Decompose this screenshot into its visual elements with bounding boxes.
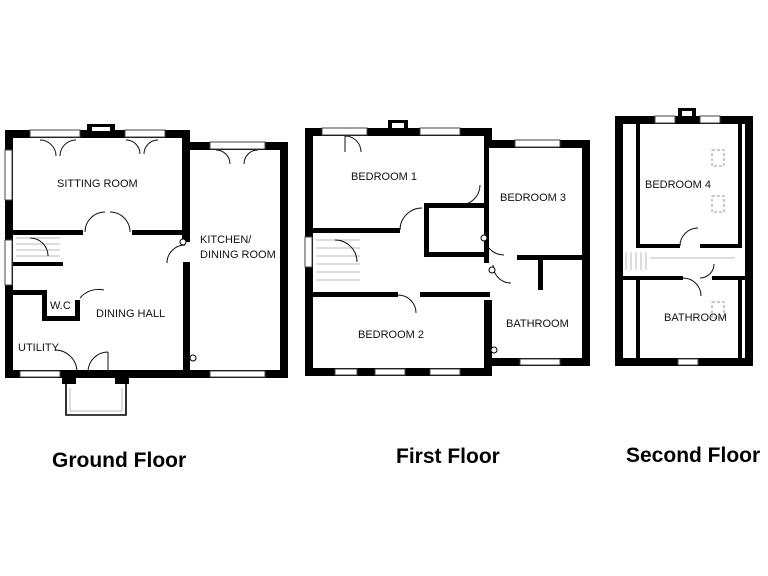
bedroom3-label: BEDROOM 3 bbox=[500, 192, 566, 204]
ground-floor-title: Ground Floor bbox=[52, 449, 186, 472]
dining-hall-label: DINING HALL bbox=[96, 308, 165, 320]
second-floor-title: Second Floor bbox=[626, 444, 760, 467]
first-floor-title: First Floor bbox=[396, 445, 500, 468]
kitchen-label-line2: DINING ROOM bbox=[200, 249, 276, 261]
second-floor-plan: BEDROOM 4 BATHROOM bbox=[615, 108, 753, 366]
utility-label: UTILITY bbox=[18, 342, 60, 354]
first-floor-plan: BEDROOM 1 BEDROOM 3 BEDROOM 2 BATHROOM bbox=[304, 120, 590, 376]
bedroom2-label: BEDROOM 2 bbox=[358, 329, 424, 341]
kitchen-label-line1: KITCHEN/ bbox=[200, 234, 252, 246]
bedroom4-label: BEDROOM 4 bbox=[645, 179, 711, 191]
ground-floor-plan: SITTING ROOM KITCHEN/ DINING ROOM W.C DI… bbox=[4, 124, 288, 416]
bedroom1-label: BEDROOM 1 bbox=[351, 171, 417, 183]
sitting-room-label: SITTING ROOM bbox=[57, 178, 138, 190]
first-bathroom-label: BATHROOM bbox=[506, 318, 569, 330]
wc-label: W.C bbox=[50, 300, 71, 312]
second-bathroom-label: BATHROOM bbox=[664, 312, 727, 324]
